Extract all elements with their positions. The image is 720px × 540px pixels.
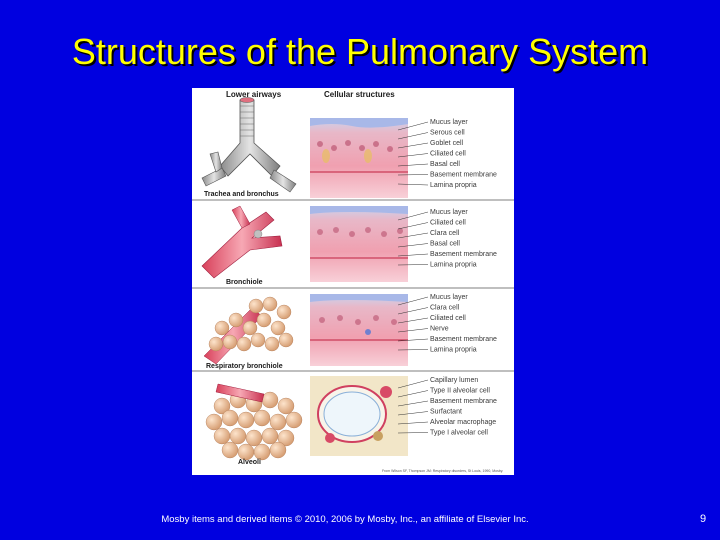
cell-label: Serous cell: [430, 130, 465, 137]
cell-label: Mucus layer: [430, 209, 468, 216]
alveoli-illustration: [206, 384, 302, 460]
cell-label: Mucus layer: [430, 294, 468, 301]
tissue-alveoli: [310, 376, 408, 456]
section-label-respiratory-bronchiole: Respiratory bronchiole: [206, 363, 283, 370]
respiratory-bronchiole-illustration: [204, 297, 293, 364]
section-label-trachea: Trachea and bronchus: [204, 191, 279, 198]
cell-label: Capillary lumen: [430, 377, 478, 384]
cell-label: Type I alveolar cell: [430, 430, 488, 437]
cell-label: Basement membrane: [430, 336, 497, 343]
cell-label: Clara cell: [430, 230, 460, 237]
cell-label: Lamina propria: [430, 182, 477, 189]
cell-label: Ciliated cell: [430, 315, 466, 322]
cell-label: Clara cell: [430, 305, 460, 312]
slide-title: Structures of the Pulmonary System: [0, 30, 720, 74]
cell-label: Basal cell: [430, 241, 460, 248]
cell-label: Lamina propria: [430, 347, 477, 354]
section-label-bronchiole: Bronchiole: [226, 279, 263, 286]
section-label-alveoli: Alveoli: [238, 459, 261, 466]
cell-label: Type II alveolar cell: [430, 388, 490, 395]
cell-label: Ciliated cell: [430, 220, 466, 227]
cell-label: Basement membrane: [430, 172, 497, 179]
tissue-trachea: [310, 118, 408, 198]
copyright-footer: Mosby items and derived items © 2010, 20…: [0, 514, 690, 525]
trachea-illustration: [202, 98, 296, 193]
header-lower-airways: Lower airways: [226, 90, 282, 99]
cell-label: Alveolar macrophage: [430, 419, 496, 426]
tissue-respiratory-bronchiole: [310, 294, 408, 366]
page-number: 9: [700, 513, 706, 525]
cell-label: Goblet cell: [430, 140, 464, 147]
bronchiole-illustration: [202, 206, 282, 278]
cell-label: Surfactant: [430, 409, 462, 416]
cell-label: Basement membrane: [430, 251, 497, 258]
cell-label: Basement membrane: [430, 398, 497, 405]
cell-label: Ciliated cell: [430, 151, 466, 158]
figure-illustration: Lower airways Cellular structures Trache…: [192, 88, 514, 475]
cell-label: Mucus layer: [430, 119, 468, 126]
cell-label: Basal cell: [430, 161, 460, 168]
pulmonary-structures-figure: Lower airways Cellular structures Trache…: [192, 88, 514, 475]
header-cellular-structures: Cellular structures: [324, 90, 395, 99]
cell-label: Nerve: [430, 326, 449, 333]
figure-credit: From Wilson SF, Thompson JM: Respiratory…: [382, 469, 503, 473]
cell-label: Lamina propria: [430, 262, 477, 269]
tissue-bronchiole: [310, 206, 408, 282]
